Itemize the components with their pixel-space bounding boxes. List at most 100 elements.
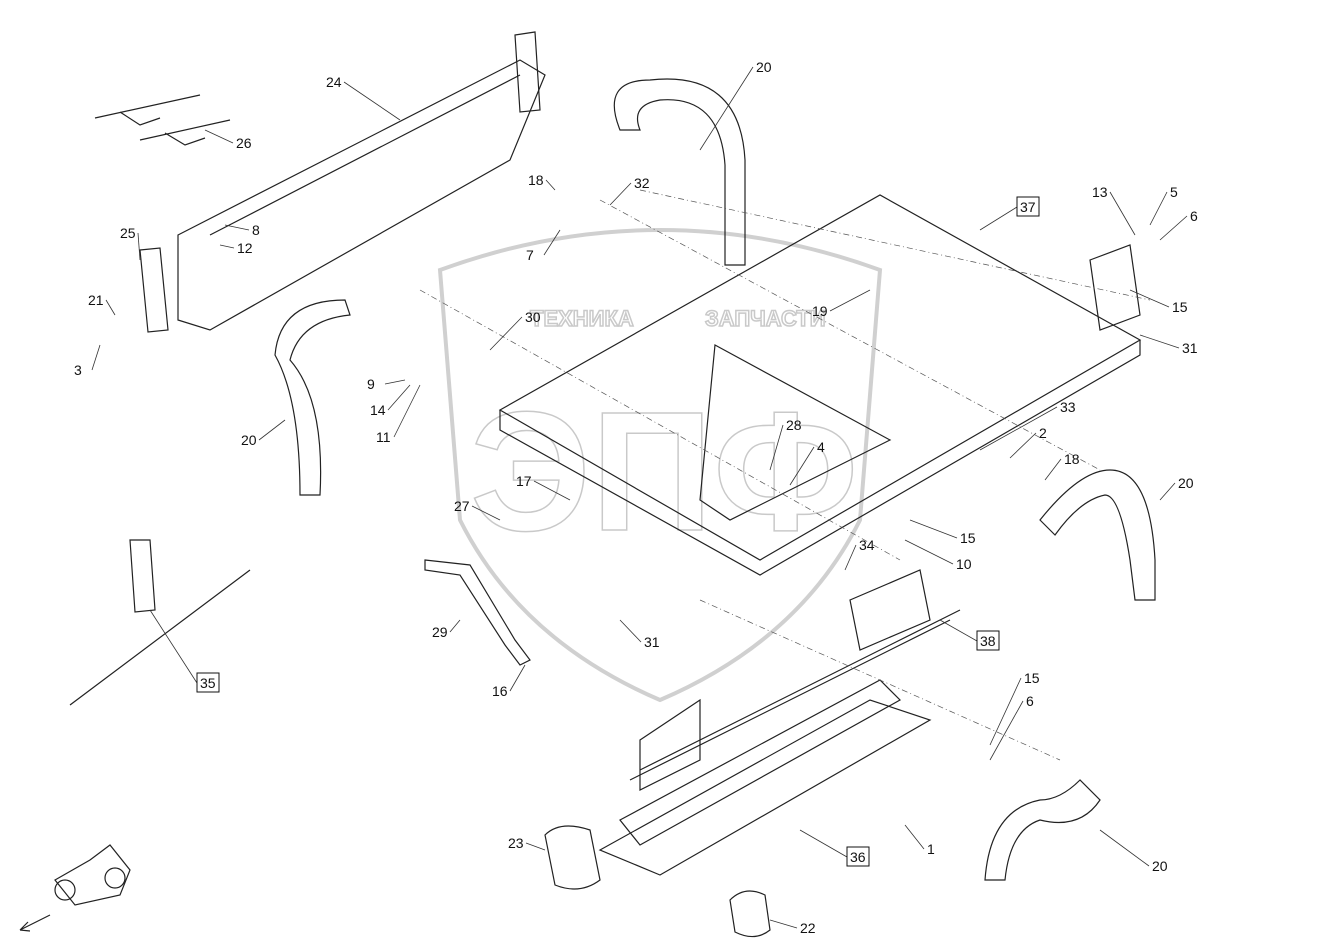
callout-number: 30 — [525, 309, 541, 325]
callout-13: 13 — [1092, 184, 1136, 236]
tractor-orientation-icon — [19, 844, 131, 932]
leader-line — [1149, 191, 1168, 226]
callout-33: 33 — [979, 399, 1076, 451]
leader-line — [204, 129, 234, 144]
callout-6: 6 — [989, 693, 1034, 761]
leader-line — [1009, 432, 1037, 459]
callout-number: 29 — [432, 624, 448, 640]
callout-number: 21 — [88, 292, 104, 308]
callout-11: 11 — [376, 384, 421, 445]
callout-box — [976, 630, 1000, 651]
callout-box — [1016, 196, 1040, 217]
clips-26 — [94, 94, 231, 146]
parts — [69, 31, 1156, 938]
callout-number: 9 — [367, 376, 375, 392]
leader-line — [619, 619, 642, 643]
leader-line — [219, 244, 235, 249]
leader-line — [769, 424, 784, 471]
leader-line — [471, 505, 501, 521]
leader-line — [105, 299, 116, 316]
callout-box — [196, 672, 220, 693]
leader-line — [1159, 482, 1176, 501]
sleeve-22 — [729, 890, 771, 938]
callout-number: 36 — [850, 849, 866, 865]
leader-line — [979, 406, 1058, 451]
leader-line — [387, 384, 411, 411]
callout-number: 23 — [508, 835, 524, 851]
callout-number: 35 — [200, 675, 216, 691]
callout-number: 38 — [980, 633, 996, 649]
hose-bottom-right — [984, 779, 1101, 881]
leader-line — [789, 446, 815, 486]
leader-line — [149, 609, 198, 684]
leader-line — [449, 619, 461, 633]
callout-37: 37 — [979, 196, 1040, 231]
callout-number: 1 — [927, 841, 935, 857]
callout-15: 15 — [1129, 289, 1188, 315]
sleeve-23 — [544, 825, 601, 890]
callout-15: 15 — [909, 519, 976, 546]
callout-number: 31 — [1182, 340, 1198, 356]
leader-line — [699, 66, 754, 151]
leader-line — [137, 232, 141, 261]
callout-number: 17 — [516, 473, 532, 489]
callout-number: 20 — [756, 59, 772, 75]
callout-36: 36 — [799, 829, 870, 867]
divider — [699, 344, 892, 521]
lever-29 — [424, 559, 531, 666]
callout-number: 33 — [1060, 399, 1076, 415]
callout-12: 12 — [219, 240, 253, 256]
callout-number: 15 — [960, 530, 976, 546]
callout-number: 20 — [1152, 858, 1168, 874]
leader-line — [904, 824, 925, 850]
callout-number: 37 — [1020, 199, 1036, 215]
shaft-38 — [629, 609, 961, 781]
leader-line — [829, 289, 871, 312]
callout-number: 4 — [817, 439, 825, 455]
callout-number: 27 — [454, 498, 470, 514]
leader-line — [1139, 334, 1180, 349]
leader-line — [384, 379, 406, 385]
cable-35 — [69, 539, 251, 706]
callout-number: 18 — [1064, 451, 1080, 467]
callout-4: 4 — [789, 439, 825, 486]
callout-number: 25 — [120, 225, 136, 241]
leader-line — [545, 179, 556, 191]
callout-18: 18 — [528, 172, 556, 191]
leader-line — [979, 206, 1018, 231]
leader-line — [904, 539, 954, 565]
callout-number: 3 — [74, 362, 82, 378]
callout-20: 20 — [699, 59, 772, 151]
callout-number: 12 — [237, 240, 253, 256]
callout-number: 20 — [241, 432, 257, 448]
callout-number: 6 — [1190, 208, 1198, 224]
callout-35: 35 — [149, 609, 220, 693]
callout-31: 31 — [619, 619, 660, 650]
cover-24 — [177, 59, 546, 331]
callout-number: 24 — [326, 74, 342, 90]
callout-7: 7 — [526, 229, 561, 263]
callout-number: 11 — [376, 429, 391, 445]
callout-number: 34 — [859, 537, 875, 553]
leader-line — [1129, 289, 1170, 308]
leader-line — [489, 316, 523, 351]
callout-number: 28 — [786, 417, 802, 433]
watermark-logo: ЭПФ — [470, 377, 858, 567]
hose-left — [274, 299, 351, 496]
hose-right — [1039, 469, 1156, 601]
leader-line — [1109, 191, 1136, 236]
callout-30: 30 — [489, 309, 541, 351]
leader-line — [343, 81, 401, 121]
callout-23: 23 — [508, 835, 546, 851]
callout-number: 26 — [236, 135, 252, 151]
leader-line — [543, 229, 561, 256]
leader-line — [509, 664, 526, 692]
callout-24: 24 — [326, 74, 401, 121]
meter-rollers — [639, 569, 931, 791]
bracket-top — [514, 31, 541, 113]
callout-19: 19 — [812, 289, 871, 319]
callout-28: 28 — [769, 417, 802, 471]
callout-20: 20 — [241, 419, 286, 448]
